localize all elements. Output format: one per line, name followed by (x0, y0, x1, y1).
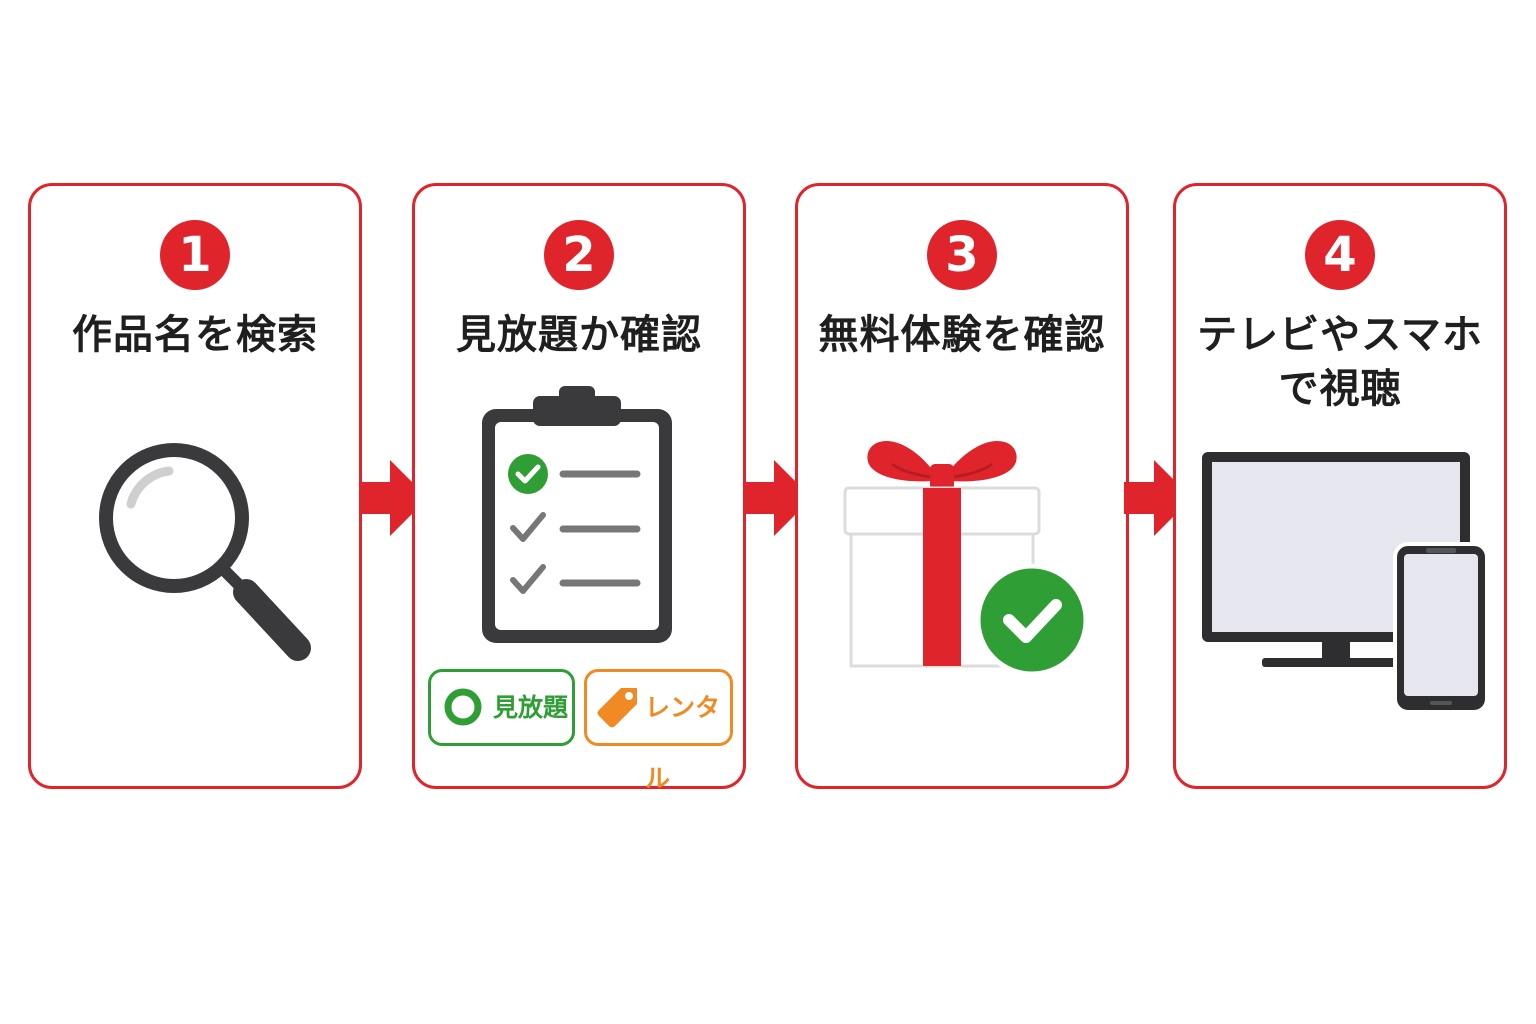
unlimited-tag-label: 見放題 (493, 693, 569, 722)
unlimited-tag: 見放題 (428, 669, 575, 746)
step-title: 無料体験を確認 (818, 312, 1106, 358)
price-tag-icon (597, 688, 637, 728)
step-title: 作品名を検索 (72, 312, 318, 358)
clipboard-checklist-icon (482, 386, 672, 643)
arrow-right-icon (1124, 460, 1192, 536)
gift-check-icon (843, 440, 1089, 677)
rental-tag-label: レンタル (645, 693, 721, 793)
step-card-2: 2 見放題か確認 見放題 レンタル (412, 183, 746, 793)
circle-icon (444, 688, 482, 726)
step-title: 見放題か確認 (456, 312, 702, 358)
step-title: テレビやスマホで視聴 (1197, 312, 1483, 412)
step-number-badge: 3 (927, 220, 997, 290)
step-number-badge: 4 (1305, 220, 1375, 290)
rental-tag: レンタル (584, 669, 733, 793)
step-number-badge: 1 (160, 220, 230, 290)
arrow-right-icon (744, 460, 812, 536)
arrow-right-icon (360, 460, 428, 536)
tv-smartphone-icon (1202, 452, 1489, 714)
step-number-badge: 2 (544, 220, 614, 290)
magnifier-icon (99, 443, 311, 661)
step-card-3: 3 無料体験を確認 (795, 183, 1129, 789)
step-card-1: 1 作品名を検索 (28, 183, 362, 789)
step-card-4: 4 テレビやスマホで視聴 (1173, 183, 1507, 789)
